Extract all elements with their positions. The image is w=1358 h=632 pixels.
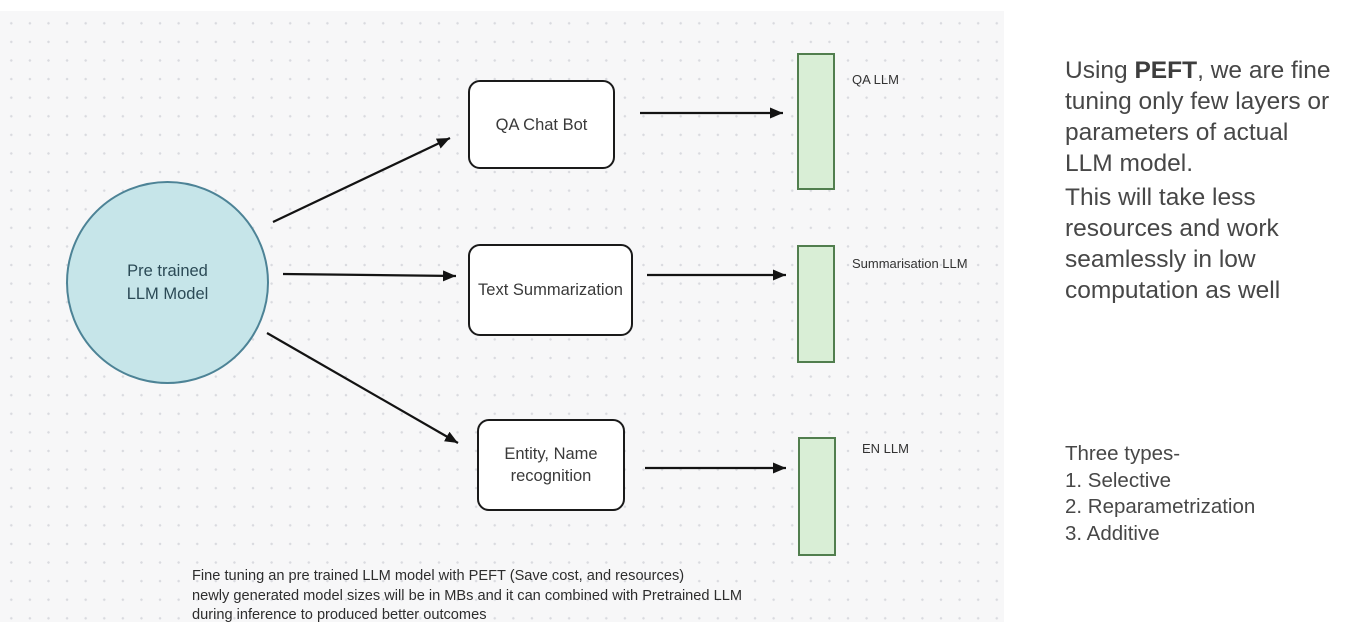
qa-chatbot-node: QA Chat Bot xyxy=(468,80,615,169)
note-peft-prefix: Using xyxy=(1065,57,1135,84)
en-llm-bar xyxy=(798,437,836,556)
note-three-types: Three types- 1. Selective 2. Reparametri… xyxy=(1065,442,1256,545)
note-peft-intro: Using PEFT, we are fine tuning only few … xyxy=(1065,24,1357,179)
diagram-caption: Fine tuning an pre trained LLM model wit… xyxy=(192,568,742,623)
note-peft-bold: PEFT xyxy=(1134,57,1198,84)
qa-llm-bar xyxy=(797,53,835,190)
note-resources: This will take less resources and work s… xyxy=(1065,184,1281,304)
entity-name-recognition-label: Entity, Name recognition xyxy=(504,445,598,485)
summarisation-llm-label: Summarisation LLM xyxy=(852,256,968,271)
text-summarization-node: Text Summarization xyxy=(468,244,633,336)
pretrained-llm-label: Pre trained LLM Model xyxy=(126,261,209,303)
qa-llm-label: QA LLM xyxy=(852,72,899,87)
pretrained-llm-node: Pre trained LLM Model xyxy=(66,181,269,384)
entity-name-recognition-node: Entity, Name recognition xyxy=(477,419,625,511)
text-summarization-label: Text Summarization xyxy=(478,281,623,299)
en-llm-label: EN LLM xyxy=(862,441,909,456)
diagram-canvas: Pre trained LLM Model QA Chat Bot Text S… xyxy=(0,11,1004,623)
summarisation-llm-bar xyxy=(797,245,835,363)
qa-chatbot-label: QA Chat Bot xyxy=(495,115,588,134)
note-peft-rest: , we are fine tuning only few layers or … xyxy=(1065,57,1331,177)
